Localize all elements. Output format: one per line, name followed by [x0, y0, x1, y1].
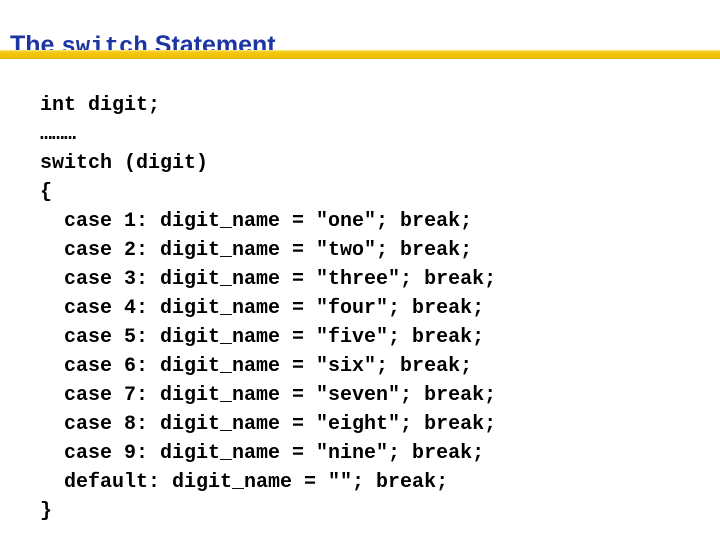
code-line-close-brace: }: [40, 500, 53, 523]
title-underline-bar: [0, 50, 720, 59]
code-line-case-8: case 8: digit_name = "eight"; break;: [40, 413, 497, 436]
code-line-case-1: case 1: digit_name = "one"; break;: [40, 210, 473, 233]
code-line-case-2: case 2: digit_name = "two"; break;: [40, 239, 473, 262]
code-line-case-9: case 9: digit_name = "nine"; break;: [40, 442, 485, 465]
code-line-int-declaration: int digit;: [40, 94, 161, 117]
code-line-case-6: case 6: digit_name = "six"; break;: [40, 355, 473, 378]
code-line-switch: switch (digit): [40, 152, 209, 175]
code-line-case-4: case 4: digit_name = "four"; break;: [40, 297, 485, 320]
code-line-ellipsis: ………: [40, 123, 77, 146]
code-line-case-5: case 5: digit_name = "five"; break;: [40, 326, 485, 349]
code-line-case-3: case 3: digit_name = "three"; break;: [40, 268, 497, 291]
code-line-open-brace: {: [40, 181, 53, 204]
code-line-default: default: digit_name = ""; break;: [40, 471, 449, 494]
code-line-case-7: case 7: digit_name = "seven"; break;: [40, 384, 497, 407]
code-block: int digit; ……… switch (digit) { case 1: dig…: [40, 91, 496, 526]
